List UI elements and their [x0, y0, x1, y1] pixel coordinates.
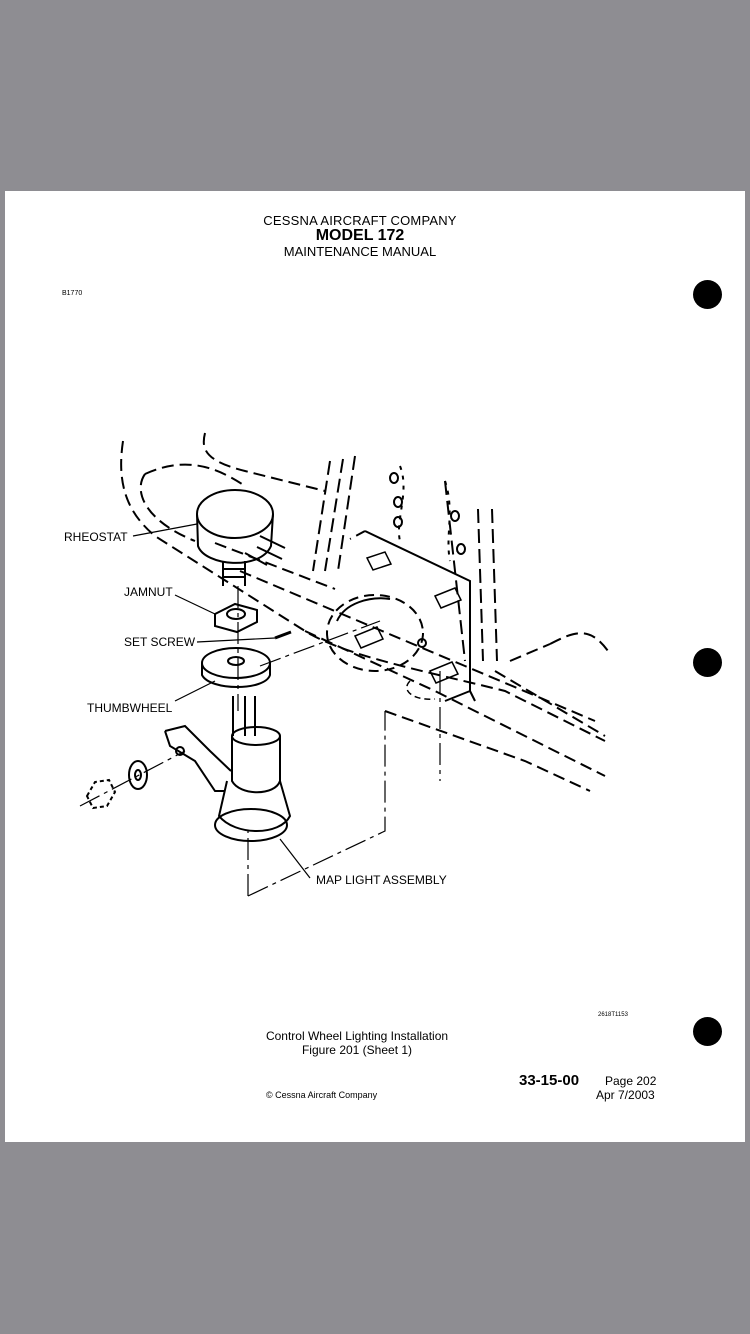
caption-figure-number: Figure 201 (Sheet 1) [301, 1043, 413, 1057]
label-map-light-assembly: MAP LIGHT ASSEMBLY [316, 873, 447, 887]
label-thumbwheel: THUMBWHEEL [87, 701, 173, 715]
control-wheel-outline [120, 432, 609, 792]
model-name: MODEL 172 [315, 227, 405, 244]
map-light-illustration [79, 432, 609, 897]
manual-page: CESSNA AIRCRAFT COMPANY MODEL 172 MAINTE… [5, 191, 745, 1142]
map-light-part [164, 696, 292, 842]
copyright-notice: © Cessna Aircraft Company [266, 1090, 378, 1100]
thumbwheel-part [201, 647, 271, 688]
binder-hole-bottom [693, 1017, 722, 1046]
figure-code: B1770 [62, 290, 83, 297]
label-set-screw: SET SCREW [124, 635, 196, 649]
manual-type: MAINTENANCE MANUAL [283, 244, 437, 259]
washer-and-nut [85, 760, 148, 810]
plate-studs [353, 551, 463, 700]
caption-title: Control Wheel Lighting Installation [265, 1029, 449, 1043]
binder-hole-middle [693, 648, 722, 677]
label-jamnut: JAMNUT [124, 585, 173, 599]
page-date: Apr 7/2003 [596, 1088, 655, 1102]
label-rheostat: RHEOSTAT [64, 530, 128, 544]
page-number: Page 202 [605, 1074, 657, 1088]
leader-lines [132, 523, 311, 879]
plate-switch-housing [326, 594, 427, 672]
set-screw-part [274, 630, 292, 640]
section-number: 33-15-00 [519, 1072, 580, 1089]
column-phantoms [312, 455, 498, 662]
jamnut-part [214, 602, 258, 634]
plate-dotted-edge [398, 465, 451, 562]
company-name: CESSNA AIRCRAFT COMPANY [263, 213, 457, 228]
mounting-plate [349, 530, 476, 702]
page-header: CESSNA AIRCRAFT COMPANY MODEL 172 MAINTE… [5, 213, 715, 259]
binder-hole-top [693, 280, 722, 309]
figure-caption: Control Wheel Lighting Installation Figu… [205, 1029, 509, 1057]
rheostat-part [196, 489, 286, 586]
centerlines [79, 586, 441, 897]
drawing-code: 2618T1153 [598, 1012, 628, 1018]
